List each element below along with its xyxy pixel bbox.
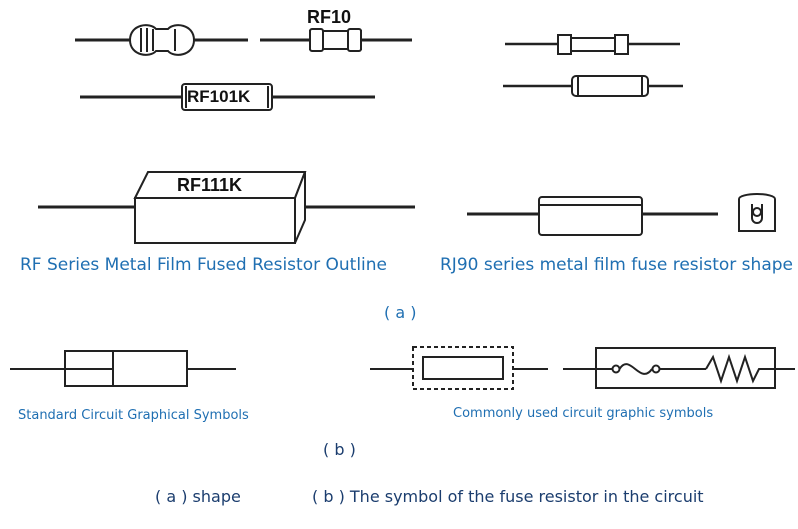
rf101k-resistor-drawing xyxy=(80,83,375,111)
dashed-fuse-resistor-symbol xyxy=(370,346,548,390)
part-b-caption: ( b ) xyxy=(323,440,356,459)
rj90-end-view xyxy=(738,193,776,232)
standard-fuse-resistor-symbol xyxy=(10,350,236,387)
rf111k-label: RF111K xyxy=(177,175,243,195)
footer-a-caption: ( a ) shape xyxy=(155,487,241,506)
footer-b-caption: ( b ) The symbol of the fuse resistor in… xyxy=(312,487,704,506)
rj90-shape-caption: RJ90 series metal film fuse resistor sha… xyxy=(440,255,793,275)
common-symbols-caption: Commonly used circuit graphic symbols xyxy=(453,406,714,421)
rf111k-resistor-drawing xyxy=(38,171,415,244)
rf10-label: RF10 xyxy=(307,7,352,27)
rf-outline-caption: RF Series Metal Film Fused Resistor Outl… xyxy=(20,255,388,275)
part-a-caption: ( a ) xyxy=(384,303,417,322)
standard-symbols-caption: Standard Circuit Graphical Symbols xyxy=(18,408,249,423)
carbon-resistor-drawing xyxy=(75,24,248,56)
fuse-plus-resistor-symbol xyxy=(563,347,795,389)
rj90-small-resistor-1 xyxy=(505,34,680,55)
rf101k-label: RF101K xyxy=(187,87,251,106)
rj90-small-resistor-2 xyxy=(503,75,683,97)
rj90-large-resistor xyxy=(467,196,718,236)
rf10-resistor-drawing xyxy=(260,28,412,52)
